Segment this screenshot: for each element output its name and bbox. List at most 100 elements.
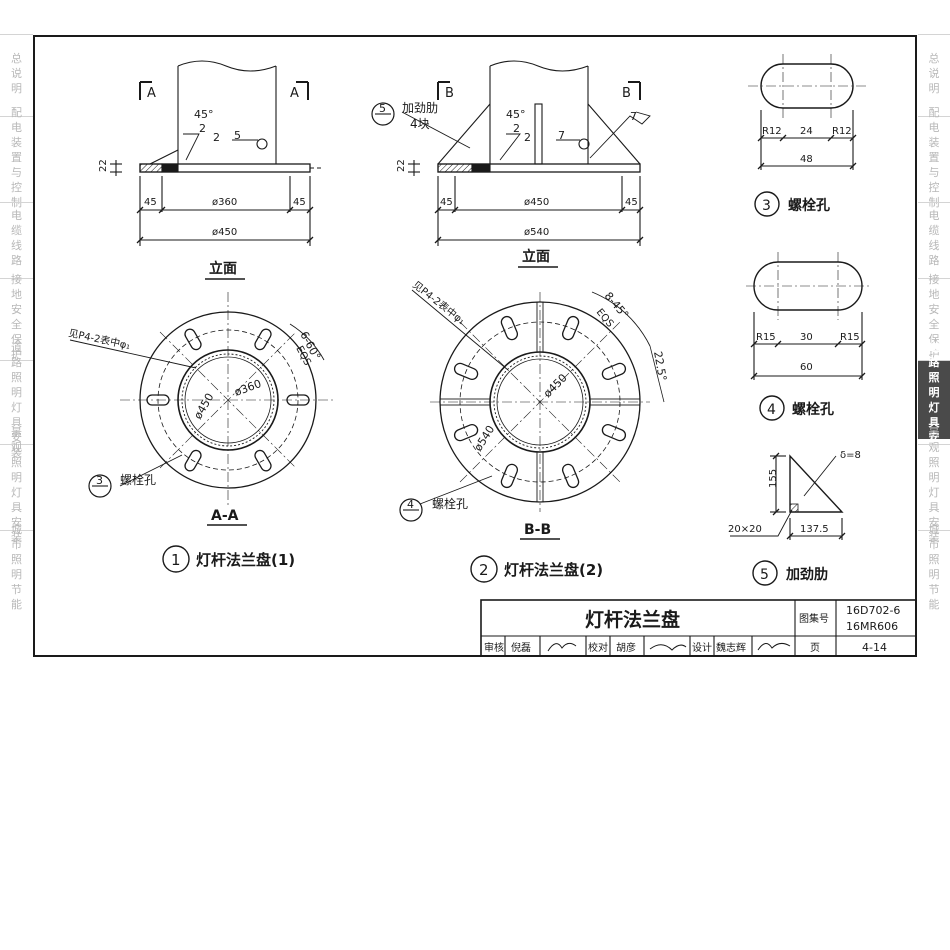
left-chapter-tabs: 总说明 配电装置与控制 电缆线路 接地安全保护 道路照明灯具安装 景观照明灯具安…	[0, 34, 33, 611]
title-block-atlas-label: 图集号	[799, 612, 829, 625]
view1-title: 灯杆法兰盘(1)	[196, 551, 295, 569]
view1-weld-size-left: 2	[199, 122, 206, 135]
title-block-check-label: 校对	[588, 641, 608, 654]
view1-weld-angle: 45°	[194, 108, 214, 121]
right-tab-energy[interactable]: 城市照明节能	[918, 523, 950, 611]
left-tab-road-lighting[interactable]: 道路照明灯具安装	[0, 341, 33, 459]
view1-section-letter-right: A	[290, 86, 299, 101]
view2-section-letter-right: B	[622, 86, 631, 101]
view1-section-label: A-A	[211, 508, 239, 524]
bolt-slot	[184, 328, 202, 351]
detail4-mid: 30	[800, 332, 813, 343]
view2-dim-mid: ø450	[524, 197, 549, 208]
view2-rib-label: 加劲肋	[402, 100, 438, 115]
detail5-num: 5	[760, 567, 769, 583]
view1-section-letter-left: A	[147, 86, 156, 101]
view1-elevation	[110, 60, 323, 246]
right-chapter-tabs: 总说明 配电装置与控制 电缆线路 接地安全保护 道路照明灯具安装 景观照明灯具安…	[918, 34, 950, 611]
left-tab-landscape[interactable]: 景观照明灯具安装	[0, 426, 33, 544]
right-tab-grounding[interactable]: 接地安全保护	[918, 273, 950, 361]
view2-dim-total: ø540	[524, 227, 549, 238]
bolt-slot	[500, 315, 519, 341]
detail5-height: 155	[768, 469, 779, 488]
sheet-border	[33, 35, 917, 657]
left-tab-grounding[interactable]: 接地安全保护	[0, 273, 33, 361]
left-tab-cable[interactable]: 电缆线路	[0, 202, 33, 273]
view2-offset-angle: 22.5°	[651, 350, 669, 382]
title-block-page-label: 页	[810, 642, 820, 654]
view2-title: 灯杆法兰盘(2)	[504, 561, 603, 579]
bolt-slot	[601, 362, 627, 381]
view2-weld-size-left: 2	[513, 122, 520, 135]
detail3-r-right: R12	[832, 126, 852, 137]
detail5-label: 加劲肋	[785, 566, 828, 583]
view2-leaders	[411, 289, 509, 505]
title-block-review-name: 倪磊	[511, 642, 531, 654]
title-block-atlas-no-2: 16MR606	[846, 620, 898, 633]
detail3-slot-drawing	[748, 54, 866, 170]
view1-dim-total: ø450	[212, 227, 237, 238]
detail3-label: 螺栓孔	[788, 197, 830, 214]
view2-weld-size-root: 2	[524, 131, 531, 144]
title-block-design-name: 魏志辉	[716, 641, 746, 654]
detail3-total: 48	[800, 154, 813, 165]
title-block-page-no: 4-14	[862, 641, 887, 654]
detail4-label: 螺栓孔	[792, 401, 834, 418]
view2-callout-see: 见P4-2表中φ₁	[410, 278, 468, 327]
view1-circle-inner: ø360	[233, 377, 264, 399]
view1-title-num: 1	[171, 551, 181, 569]
view1-weld-size-root: 2	[213, 131, 220, 144]
view1-hole-label: 螺栓孔	[120, 472, 156, 487]
view2-elevation-label: 立面	[522, 248, 550, 265]
view1-title-badge	[162, 545, 190, 573]
right-tab-cable[interactable]: 电缆线路	[918, 202, 950, 273]
view2-plate-thickness: 22	[396, 159, 407, 172]
view1-callout-see: 见P4-2表中φ₁	[67, 326, 131, 352]
view2-title-num: 2	[479, 561, 489, 579]
title-block-check-name: 胡彦	[616, 641, 636, 654]
detail4-slot-drawing	[746, 252, 872, 380]
view2-rib-count: 4块	[410, 117, 430, 131]
view2-plan	[430, 292, 650, 512]
title-block-title: 灯杆法兰盘	[585, 608, 680, 631]
detail4-num: 4	[767, 402, 776, 418]
bolt-slot	[601, 423, 627, 442]
view2-hole-ref-num: 4	[407, 498, 414, 511]
view1-plan	[120, 292, 336, 508]
detail4-r-right: R15	[840, 332, 860, 343]
left-tab-general[interactable]: 总说明	[0, 34, 33, 111]
view2-circle-inner: ø450	[541, 371, 570, 400]
left-tab-energy[interactable]: 城市照明节能	[0, 523, 33, 611]
right-tab-general[interactable]: 总说明	[918, 34, 950, 111]
detail3-num: 3	[762, 198, 771, 214]
title-block	[480, 599, 917, 657]
view1-dim-left: 45	[144, 197, 157, 208]
bolt-slot	[453, 362, 479, 381]
bolt-slot	[254, 449, 272, 472]
right-tab-road-lighting[interactable]: 道路照明灯具安装	[918, 341, 950, 459]
bolt-slot	[453, 423, 479, 442]
view2-weld-size-side: 7	[558, 129, 565, 142]
view2-dim-left: 45	[440, 197, 453, 208]
view1-weld-size-side: 5	[234, 129, 241, 142]
title-block-review-label: 审核	[484, 641, 504, 654]
view1-dim-mid: ø360	[212, 197, 237, 208]
bolt-slot	[184, 449, 202, 472]
view2-hole-label: 螺栓孔	[432, 496, 468, 511]
view1-circle-outer: ø450	[191, 391, 216, 422]
right-tab-landscape[interactable]: 景观照明灯具安装	[918, 426, 950, 544]
detail5-width: 137.5	[800, 524, 829, 535]
detail3-mid: 24	[800, 126, 813, 137]
view2-section-label: B-B	[524, 522, 551, 538]
view2-dim-right: 45	[625, 197, 638, 208]
bolt-slot	[561, 315, 580, 341]
detail3-r-left: R12	[762, 126, 782, 137]
detail4-total: 60	[800, 362, 813, 373]
title-block-atlas-no-1: 16D702-6	[846, 604, 900, 617]
title-block-design-label: 设计	[692, 641, 712, 654]
bolt-slot	[146, 394, 170, 406]
detail4-r-left: R15	[756, 332, 776, 343]
view1-dim-right: 45	[293, 197, 306, 208]
view1-hole-ref-num: 3	[96, 474, 103, 487]
